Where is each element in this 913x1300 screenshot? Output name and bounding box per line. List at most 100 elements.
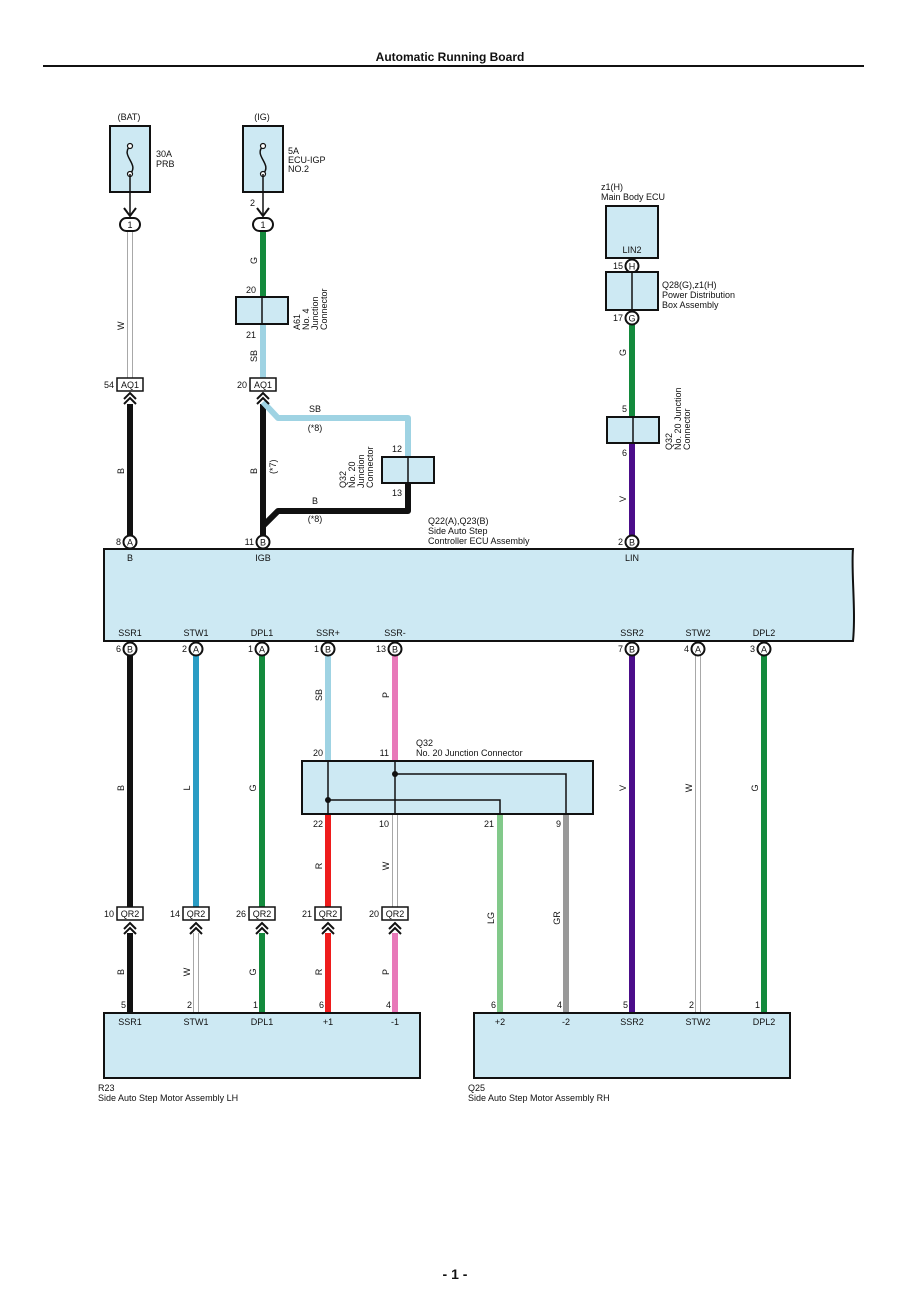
wire-note: (*8) — [308, 514, 323, 524]
motor-rh-pin-label: STW2 — [685, 1017, 710, 1027]
wire-label: W — [182, 967, 192, 976]
chevron-up-icon — [189, 921, 203, 935]
power-dist-pin-conn: G — [628, 314, 635, 324]
ecu-bottom-pin-number: 1 — [248, 644, 253, 654]
q32-mid-pin: 9 — [556, 819, 561, 829]
wire-label: B — [249, 468, 259, 474]
fuse-prb-source: (BAT) — [118, 112, 141, 122]
fuse-outputs: 1 1 — [119, 174, 274, 232]
controller-ecu-bottom-pins: SSR1B6BSTW1A2LDPL1A1GSSR+B1SBSSR-B13PSSR… — [116, 628, 775, 792]
q32-mid-pin: 11 — [380, 748, 389, 758]
q32-mid-pin: 21 — [484, 819, 494, 829]
fuse-terminal-icon — [259, 142, 267, 150]
fuse-igp-source: (IG) — [254, 112, 270, 122]
motor-rh-pin-label: DPL2 — [753, 1017, 776, 1027]
wire-label: P — [381, 692, 391, 698]
q32-mid-pin: 20 — [313, 748, 323, 758]
motor-lh-pin-number: 4 — [386, 1000, 391, 1010]
q32-right-pin-top: 5 — [622, 404, 627, 414]
splice-dot — [392, 771, 398, 777]
ecu-top-pin-conn: A — [127, 538, 133, 548]
ecu-bottom-pin-number: 1 — [314, 644, 319, 654]
wire-labels-top: W B G SB B (*7) SB (*8) B (*8) G V — [116, 257, 628, 524]
ecu-bottom-pin-label: STW2 — [685, 628, 710, 638]
ecu-bottom-pin-number: 2 — [182, 644, 187, 654]
ecu-bottom-pin-label: SSR- — [384, 628, 406, 638]
chevron-up-icon — [388, 921, 402, 935]
pin-oval — [252, 217, 274, 232]
power-dist-name: Power Distribution — [662, 290, 735, 300]
junction-connector-q32-upper: 12 13 Q32 No. 20 Junction Connector — [338, 444, 435, 498]
fuse-prb-rating: 30A — [156, 149, 172, 159]
motor-lh-pin-number: 6 — [319, 1000, 324, 1010]
aq1-left-name: AQ1 — [121, 380, 139, 390]
ecu-top-pin-conn: B — [260, 538, 266, 548]
wire-label: P — [381, 969, 391, 975]
ecu-bottom-pin-label: STW1 — [183, 628, 208, 638]
wire-label: G — [618, 349, 628, 356]
qr2-name: QR2 — [187, 909, 206, 919]
ecu-bottom-pin-number: 4 — [684, 644, 689, 654]
page-title: Automatic Running Board — [376, 50, 525, 64]
motor-lh-pin-number: 5 — [121, 1000, 126, 1010]
page-number: - 1 - — [443, 1266, 468, 1282]
aq1-left-pin: 54 — [104, 380, 114, 390]
main-body-ecu-code: z1(H) — [601, 182, 623, 192]
fuse-igp-name: ECU-IGP — [288, 155, 326, 165]
a61-pin-top: 20 — [246, 285, 256, 295]
ecu-bottom-pin-circle — [690, 641, 706, 657]
ecu-bottom-pin-conn: B — [325, 645, 331, 655]
wire-note: (*7) — [268, 459, 278, 474]
q32-right-name: No. 20 Junction — [673, 387, 683, 450]
main-body-ecu-pin-label: LIN2 — [622, 245, 641, 255]
wire-note: (*8) — [308, 423, 323, 433]
ecu-bottom-pin-circle — [254, 641, 270, 657]
wire-label: GR — [552, 911, 562, 925]
fuse-prb-name: PRB — [156, 159, 175, 169]
qr2-name: QR2 — [319, 909, 338, 919]
fuse-igp-pin: 1 — [260, 220, 265, 230]
motor-assembly-rh: Q25 Side Auto Step Motor Assembly RH — [468, 1012, 791, 1103]
fuse-igp-pin-top: 2 — [250, 198, 255, 208]
junction-connector-a61: 20 21 A61 No. 4 Junction Connector — [235, 285, 329, 340]
qr2-pin: 14 — [170, 909, 180, 919]
q32-upper-pin-bottom: 13 — [392, 488, 402, 498]
main-body-ecu-pin-conn: H — [629, 262, 636, 272]
ecu-top-pin-label: IGB — [255, 553, 271, 563]
wire-label: L — [182, 785, 192, 790]
motor-rh-pin-label: -2 — [562, 1017, 570, 1027]
junction-connector-q32-middle: Q32 No. 20 Junction Connector 20 11 22 1… — [301, 738, 594, 829]
q32-mid-code: Q32 — [416, 738, 433, 748]
ecu-bottom-pin-conn: A — [761, 645, 767, 655]
wire-label: B — [312, 496, 318, 506]
q32-mid-pin: 22 — [313, 819, 323, 829]
motor-lh-name: Side Auto Step Motor Assembly LH — [98, 1093, 238, 1103]
q32-right-code: Q32 — [664, 433, 674, 450]
fuse-ecu-igp: (IG) 5A ECU-IGP NO.2 2 — [242, 112, 326, 208]
aq1-right-box — [249, 377, 277, 392]
q32-right-name2: Connector — [682, 408, 692, 450]
ecu-bottom-pin-label: DPL1 — [251, 628, 274, 638]
splice-dot — [325, 797, 331, 803]
ecu-top-pin-label: B — [127, 553, 133, 563]
wire-label: R — [314, 968, 324, 975]
motor-lh-box — [103, 1012, 421, 1079]
q32-upper-pin-top: 12 — [392, 444, 402, 454]
controller-ecu-name2: Controller ECU Assembly — [428, 536, 530, 546]
ecu-bottom-pin-number: 6 — [116, 644, 121, 654]
motor-rh-name: Side Auto Step Motor Assembly RH — [468, 1093, 610, 1103]
controller-ecu-code: Q22(A),Q23(B) — [428, 516, 489, 526]
wire-label: G — [248, 784, 258, 791]
qr2-box — [248, 906, 276, 921]
main-body-ecu-box — [605, 205, 659, 259]
wire-label: W — [116, 321, 126, 330]
motor-rh-pin-label: SSR2 — [620, 1017, 644, 1027]
arrow-down-icon — [123, 207, 137, 218]
aq1-left-box — [116, 377, 144, 392]
ecu-top-pin-circle — [122, 534, 138, 550]
ecu-bottom-pin-circle — [756, 641, 772, 657]
main-body-ecu-pin: 15 — [613, 261, 623, 271]
power-dist-code: Q28(G),z1(H) — [662, 280, 717, 290]
q32-upper-name3: Connector — [365, 446, 375, 488]
